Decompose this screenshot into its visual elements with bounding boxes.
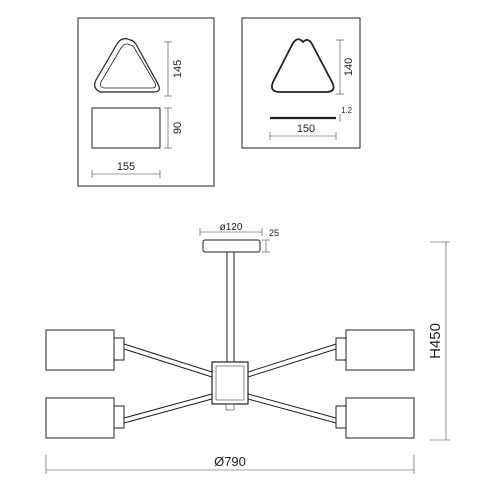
central-hub bbox=[211, 361, 249, 405]
canopy-height-label: 25 bbox=[269, 228, 279, 238]
ceiling-canopy bbox=[202, 239, 261, 253]
central-hub-inner bbox=[215, 365, 245, 401]
triangle-shade-top-view bbox=[94, 38, 160, 93]
canopy-diameter-label: ø120 bbox=[220, 222, 243, 233]
plate-height-label: 140 bbox=[343, 58, 355, 76]
total-diameter-label: Ø790 bbox=[214, 454, 246, 469]
triangle-shade-inner-outline bbox=[100, 43, 156, 89]
suspension-rod bbox=[226, 251, 235, 363]
rectangle-shade-side-view bbox=[91, 107, 161, 149]
width-label-right: 150 bbox=[297, 123, 315, 135]
shade-lower-left bbox=[45, 397, 125, 439]
plate-thickness-label: 1.2 bbox=[341, 106, 353, 115]
shade-lower-right bbox=[335, 397, 415, 439]
hub-bottom-cap bbox=[225, 403, 235, 411]
arms bbox=[123, 343, 337, 424]
triangle-plate-outline bbox=[271, 38, 335, 93]
lamp-front-view: ø120 25 bbox=[45, 222, 450, 474]
shade-upper-left bbox=[45, 329, 125, 371]
arm-lower-right bbox=[247, 393, 337, 424]
triangle-height-label: 145 bbox=[172, 60, 184, 78]
shade-upper-right bbox=[335, 329, 415, 371]
arm-upper-right bbox=[247, 343, 337, 378]
detail-panel-left-frame bbox=[77, 17, 215, 187]
detail-panel-right: 140 1.2 150 bbox=[241, 17, 361, 149]
width-label-left: 155 bbox=[117, 161, 135, 173]
total-height-label: H450 bbox=[427, 323, 444, 359]
detail-panel-left: 145 90 155 bbox=[77, 17, 215, 187]
detail-panel-right-frame bbox=[241, 17, 361, 149]
arm-upper-left bbox=[123, 343, 213, 378]
rect-height-label: 90 bbox=[172, 122, 184, 134]
arm-lower-left bbox=[123, 393, 213, 424]
